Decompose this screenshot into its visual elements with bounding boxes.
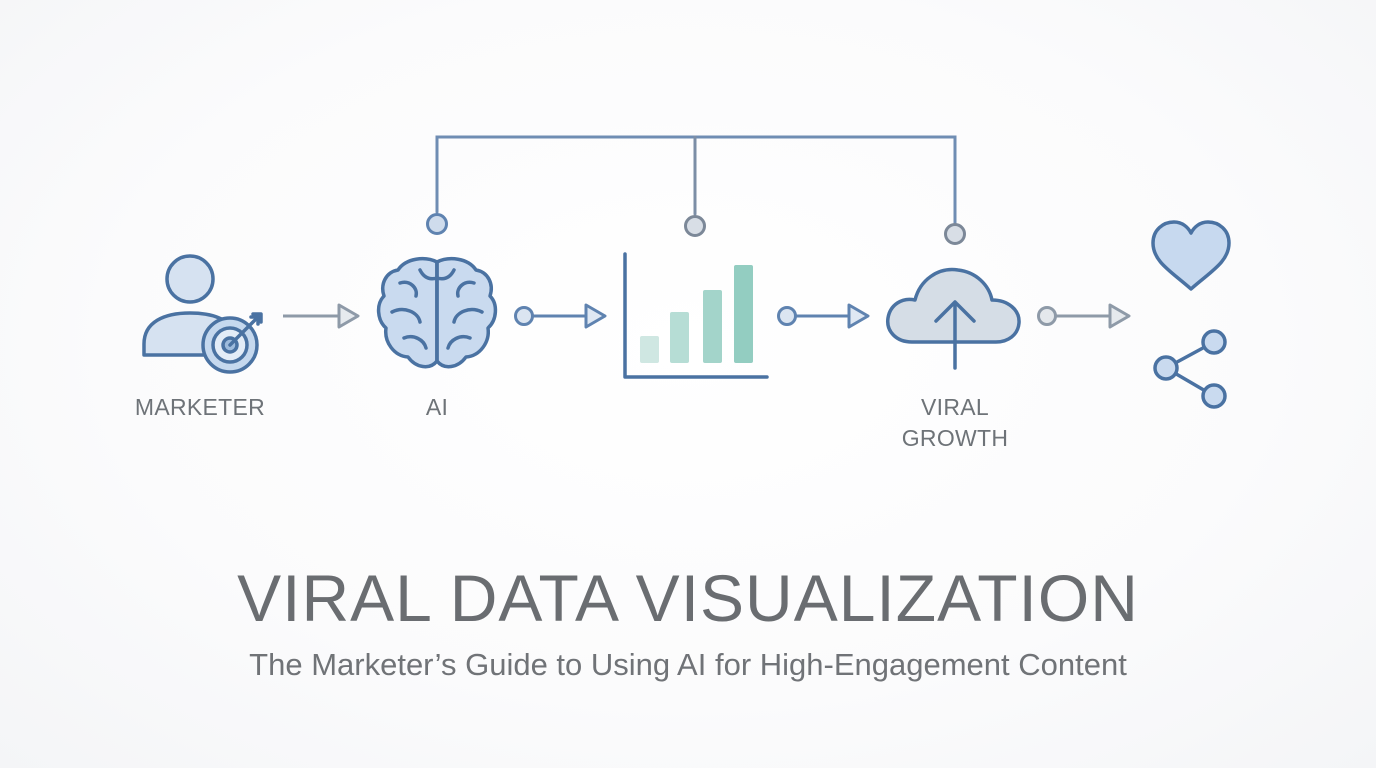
viral-growth-label: VIRAL GROWTH — [875, 392, 1035, 454]
page-title: VIRAL DATA VISUALIZATION — [237, 561, 1139, 635]
cloud-upload-icon — [886, 267, 1021, 370]
viral-growth-label-line2: GROWTH — [901, 425, 1009, 451]
marketer-label: MARKETER — [134, 394, 266, 420]
chart-bar-3 — [703, 290, 722, 363]
chart-bar-2 — [670, 312, 689, 363]
heart-icon — [1151, 220, 1231, 291]
viral-growth-label-line1: VIRAL — [921, 394, 989, 420]
arrow-marketer-to-ai — [283, 303, 360, 329]
share-icon — [1153, 329, 1227, 409]
top-connector — [426, 135, 966, 245]
arrow-chart-to-cloud — [777, 303, 870, 329]
ai-label: AI — [425, 394, 449, 420]
chart-bar-1 — [640, 336, 659, 363]
arrow-ai-to-chart — [514, 303, 607, 329]
chart-bar-4 — [734, 265, 753, 363]
page-subtitle: The Marketer’s Guide to Using AI for Hig… — [249, 647, 1127, 682]
user-target-icon — [142, 254, 263, 374]
bar-chart-icon — [623, 252, 769, 379]
arrow-cloud-to-engagement — [1037, 303, 1131, 329]
brain-icon — [376, 256, 498, 369]
